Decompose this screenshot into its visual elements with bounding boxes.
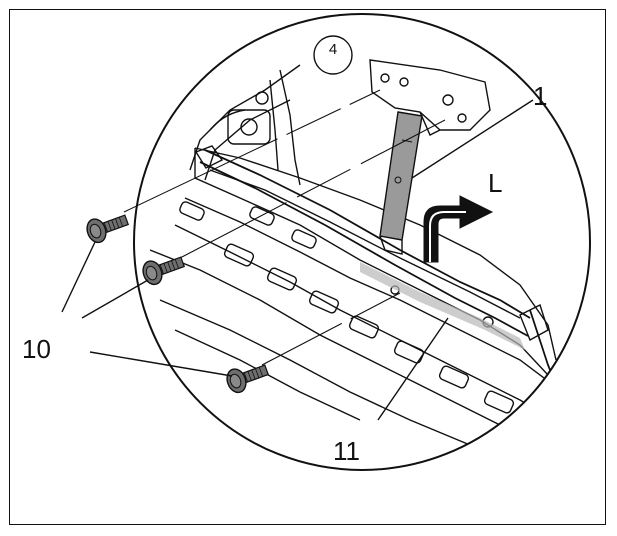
- view-marker-label: 4: [328, 41, 338, 58]
- callout-direction: L: [488, 168, 503, 198]
- bolt-icon: [142, 256, 186, 286]
- bolt-icon: [86, 214, 130, 244]
- projection-lines: [123, 89, 446, 366]
- part-11-shading: [360, 262, 525, 350]
- bolt-icon: [226, 364, 270, 394]
- detail-circle: [133, 13, 591, 471]
- leader-lines: [61, 99, 534, 421]
- callout-fasteners: 10: [22, 334, 51, 364]
- illustration-frame: [9, 9, 606, 525]
- part-1-support-bar: [379, 111, 423, 255]
- direction-arrow-icon: [423, 195, 494, 263]
- callout-part-11: 11: [333, 436, 360, 466]
- callout-part-1: 1: [533, 81, 548, 111]
- vehicle-structure: [149, 59, 571, 456]
- view-marker-circle: [313, 35, 353, 75]
